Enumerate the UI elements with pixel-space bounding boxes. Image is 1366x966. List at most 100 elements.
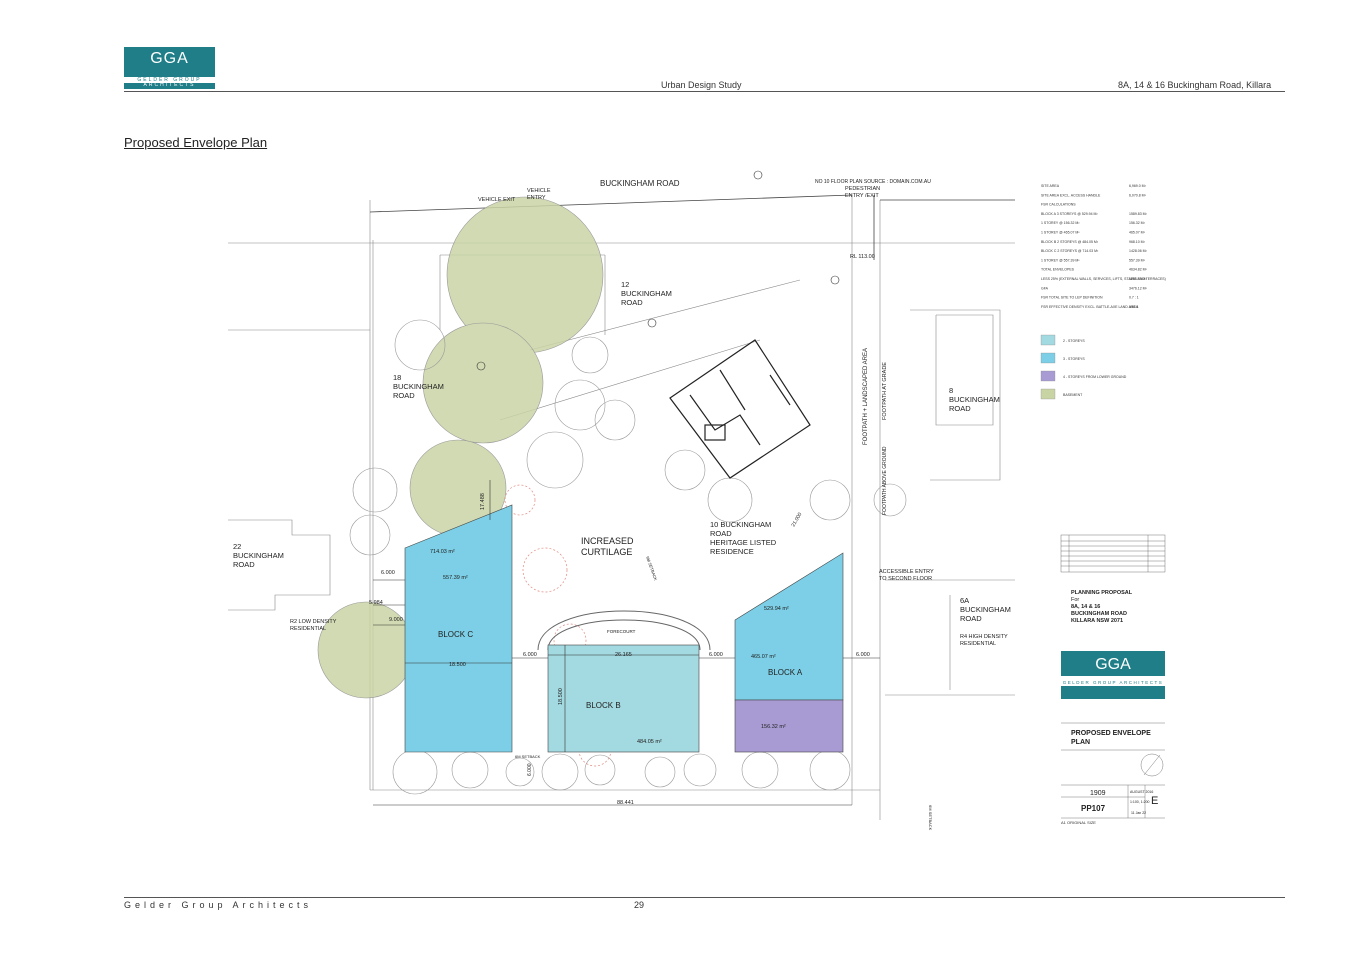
n10-line2: ROAD bbox=[710, 529, 732, 538]
setback-6m-b: 6M SETBACK bbox=[928, 805, 933, 831]
n6a-line3: ROAD bbox=[960, 614, 982, 623]
footer-rule bbox=[124, 897, 1285, 898]
forecourt-label: FORECOURT bbox=[607, 629, 636, 634]
footpath-landscaped: FOOTPATH + LANDSCAPED AREA bbox=[863, 348, 869, 445]
block-a-label: BLOCK A bbox=[768, 668, 803, 677]
tb-project-no: 1909 bbox=[1090, 790, 1106, 797]
page-title: Proposed Envelope Plan bbox=[124, 135, 268, 150]
rl-label: RL 113.00 bbox=[850, 254, 875, 260]
n12-line1: 12 bbox=[621, 280, 629, 289]
n8-line3: ROAD bbox=[949, 404, 971, 413]
header-rule bbox=[124, 91, 1285, 92]
block-a-area1: 529.94 m² bbox=[764, 606, 789, 612]
n10-line1: 10 BUCKINGHAM bbox=[710, 520, 771, 529]
n8-line2: BUCKINGHAM bbox=[949, 395, 1000, 404]
n22-line1: 22 bbox=[233, 542, 241, 551]
n10-line4: RESIDENCE bbox=[710, 547, 754, 556]
tb-date: AUGUST 2016 bbox=[1130, 790, 1153, 794]
tree-canopies bbox=[317, 196, 604, 699]
revision-table bbox=[1060, 534, 1166, 573]
accessible-line1: ACCESSIBLE ENTRY bbox=[879, 569, 934, 575]
tb-drawing-title: PROPOSED ENVELOPE PLAN bbox=[1071, 730, 1151, 746]
heritage-residence bbox=[669, 339, 811, 479]
logo-bar bbox=[124, 77, 215, 83]
pedestrian-2: ENTRY /EXIT bbox=[845, 193, 879, 199]
curtilage-line1: INCREASED bbox=[581, 536, 634, 546]
tree-outlines bbox=[349, 319, 907, 795]
tb-title1: PROPOSED ENVELOPE bbox=[1071, 730, 1151, 737]
n12-line3: ROAD bbox=[621, 298, 643, 307]
tb-logo-text: GGA bbox=[1095, 656, 1131, 673]
n6a-line1: 6A bbox=[960, 596, 969, 605]
vehicle-entry-2: ENTRY bbox=[527, 195, 546, 201]
n6a-line2: BUCKINGHAM bbox=[960, 605, 1011, 614]
tb-for: For bbox=[1071, 597, 1079, 603]
tb-rev-date: 11 Jan 22 bbox=[1131, 811, 1146, 815]
r2-line2: RESIDENTIAL bbox=[290, 626, 326, 632]
r2-line1: R2 LOW DENSITY bbox=[290, 619, 337, 625]
dim-6000-b: 6.000 bbox=[523, 652, 537, 658]
tb-logo-band bbox=[1061, 676, 1165, 686]
forecourt-arc-outer bbox=[537, 610, 711, 651]
dim-6000-a: 6.000 bbox=[381, 570, 395, 576]
block-b-area: 484.05 m² bbox=[637, 739, 662, 745]
pedestrian-1: PEDESTRIAN bbox=[845, 186, 880, 192]
block-b-dim-h: 18.500 bbox=[558, 688, 564, 705]
n18-line3: ROAD bbox=[393, 391, 415, 400]
dim-6000-d: 6.000 bbox=[856, 652, 870, 658]
n22-line3: ROAD bbox=[233, 560, 255, 569]
footpath-above: FOOTPATH ABOVE GROUND bbox=[882, 446, 888, 515]
dim-6000-e: 6.000 bbox=[527, 763, 533, 776]
plan-labels: BUCKINGHAM ROAD VEHICLE EXIT VEHICLE ENT… bbox=[233, 179, 1011, 831]
tb-scale: 1:100, 1:200 bbox=[1130, 800, 1150, 804]
n10-line3: HERITAGE LISTED bbox=[710, 538, 777, 547]
tb-sheet: A1 ORIGINAL SIZE bbox=[1061, 820, 1096, 825]
footer-company: Gelder Group Architects bbox=[124, 900, 313, 910]
n12-line2: BUCKINGHAM bbox=[621, 289, 672, 298]
survey-markers bbox=[476, 170, 840, 371]
n22-line2: BUCKINGHAM bbox=[233, 551, 284, 560]
tb-proposal: PLANNING PROPOSAL bbox=[1071, 590, 1133, 596]
proposal-text: PLANNING PROPOSAL For 8A, 14 & 16 BUCKIN… bbox=[1071, 590, 1133, 624]
street-name: BUCKINGHAM ROAD bbox=[600, 179, 680, 188]
page-number: 29 bbox=[634, 900, 645, 910]
block-b-label: BLOCK B bbox=[586, 701, 621, 710]
setback-6m: 6M SETBACK bbox=[515, 754, 541, 759]
curtilage-line2: CURTILAGE bbox=[581, 547, 632, 557]
block-c-area2: 557.39 m² bbox=[443, 575, 468, 581]
doc-title: Urban Design Study bbox=[661, 80, 742, 90]
dim-6000-c: 6.000 bbox=[709, 652, 723, 658]
r4-line2: RESIDENTIAL bbox=[960, 641, 996, 647]
tb-title2: PLAN bbox=[1071, 739, 1090, 746]
tb-grid bbox=[1061, 722, 1165, 819]
n8-line1: 8 bbox=[949, 386, 953, 395]
dimension-lines bbox=[373, 480, 880, 806]
n18-line1: 18 bbox=[393, 373, 401, 382]
street-frontage bbox=[369, 194, 1015, 260]
tb-addr1: 8A, 14 & 16 bbox=[1071, 604, 1100, 610]
accessible-line2: TO SECOND FLOOR bbox=[879, 576, 932, 582]
block-a-lower bbox=[734, 699, 844, 753]
block-a-area2: 465.07 m² bbox=[751, 654, 776, 660]
block-c-label: BLOCK C bbox=[438, 630, 473, 639]
block-c-dim: 18.500 bbox=[449, 662, 466, 668]
tb-addr2: BUCKINGHAM ROAD bbox=[1071, 611, 1127, 617]
r4-line1: R4 HIGH DENSITY bbox=[960, 634, 1008, 640]
dim-9000: 9.000 bbox=[389, 617, 403, 623]
gga-logo: GGA GELDER GROUP ARCHITECTS bbox=[124, 47, 215, 89]
forecourt-arc bbox=[547, 619, 701, 651]
tb-revision: E bbox=[1151, 795, 1158, 807]
logo-text: GGA bbox=[150, 50, 189, 67]
dim-88441: 88.441 bbox=[617, 800, 634, 806]
tb-addr3: KILLARA NSW 2071 bbox=[1071, 618, 1123, 624]
n18-line2: BUCKINGHAM bbox=[393, 382, 444, 391]
floor-plan-source: NO 10 FLOOR PLAN SOURCE : DOMAIN.COM.AU bbox=[815, 179, 931, 185]
tb-logo-sub: GELDER GROUP ARCHITECTS bbox=[1063, 680, 1163, 685]
dim-5984: 5.984 bbox=[369, 600, 383, 606]
block-b-dim-w: 26.165 bbox=[615, 652, 632, 658]
block-c-envelope bbox=[404, 504, 513, 753]
block-b-envelope bbox=[547, 644, 700, 753]
vehicle-entry-1: VEHICLE bbox=[527, 188, 551, 194]
